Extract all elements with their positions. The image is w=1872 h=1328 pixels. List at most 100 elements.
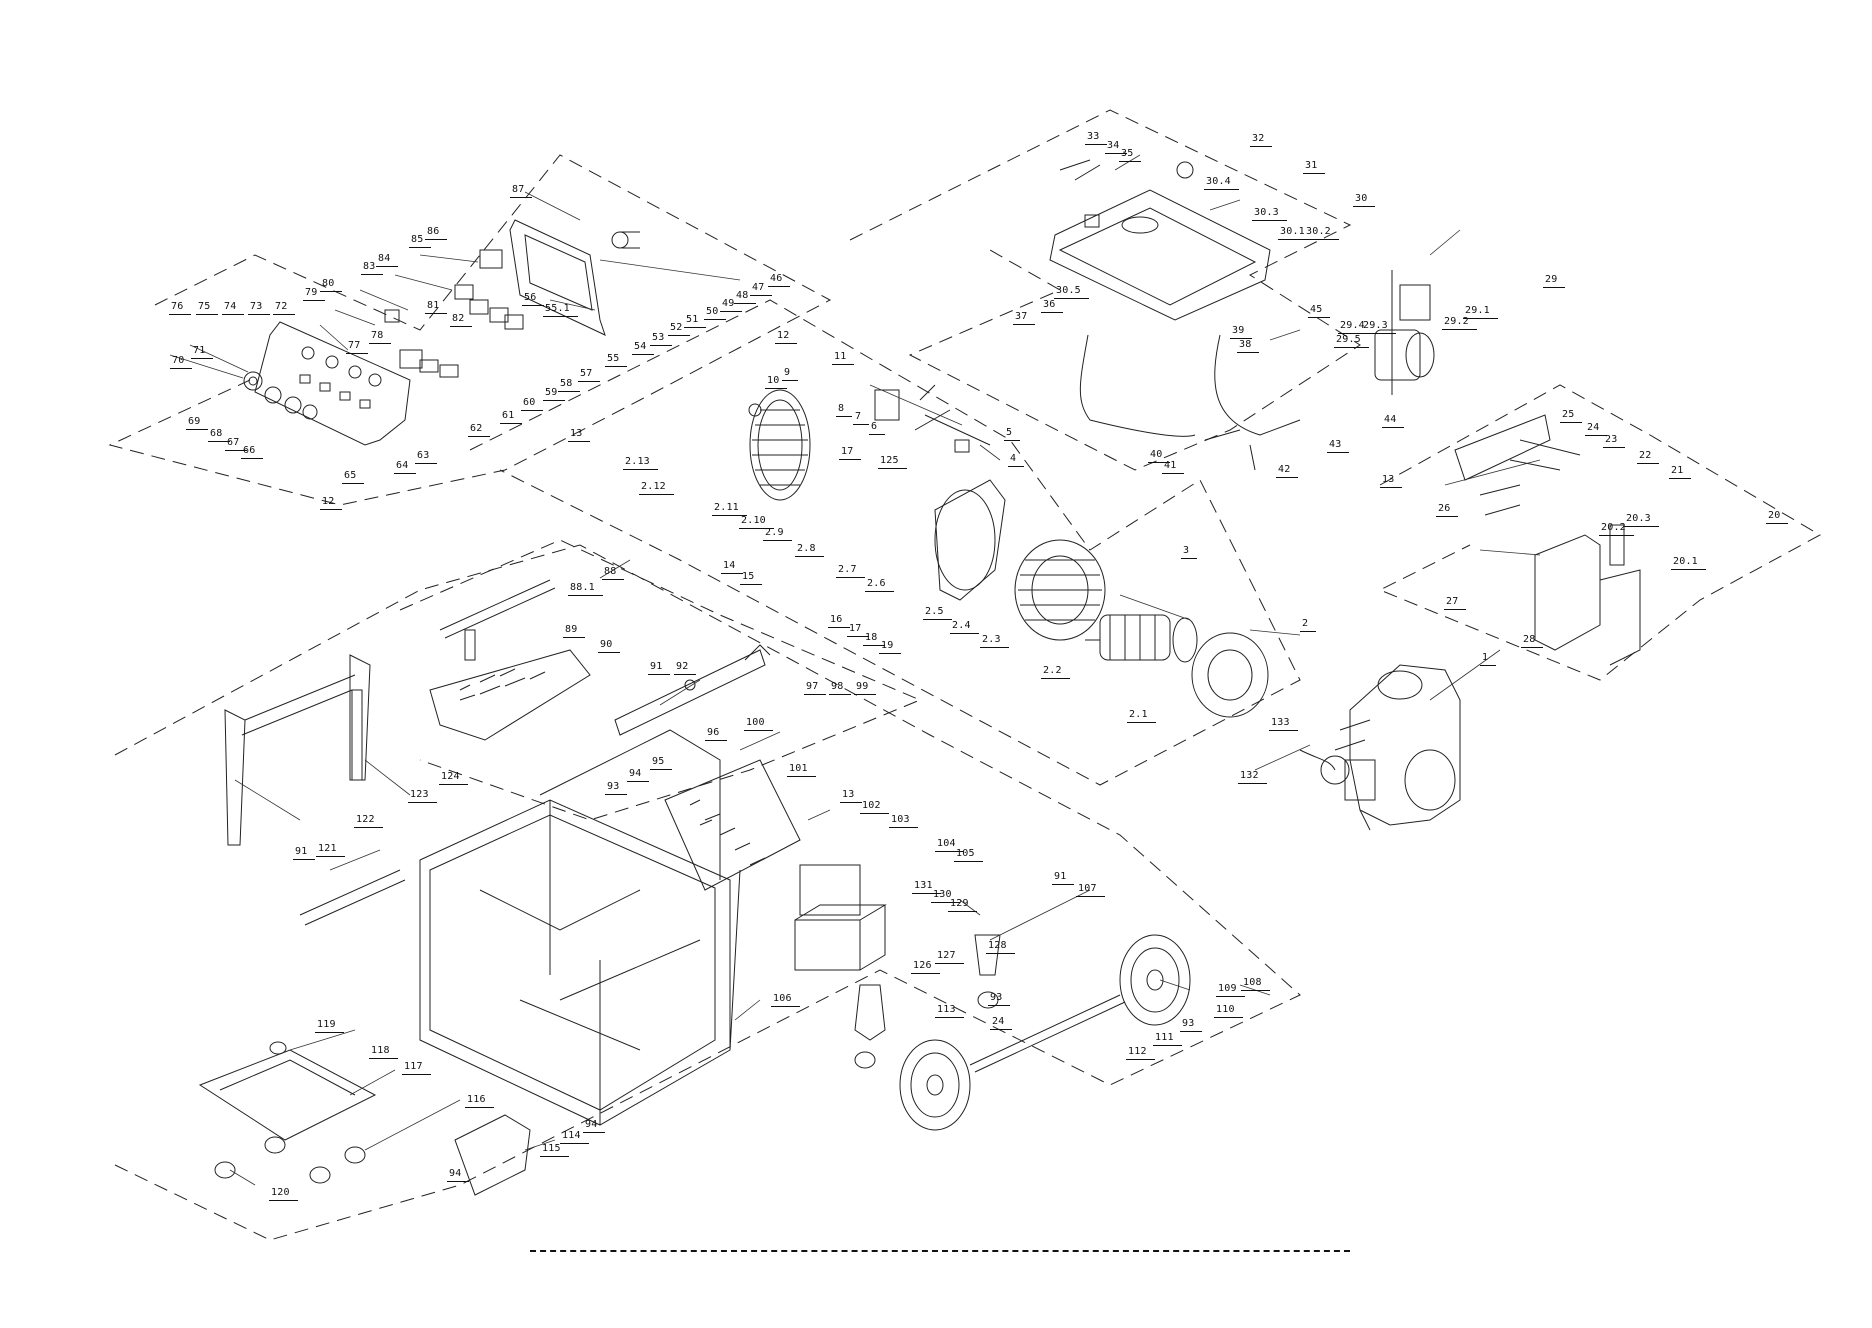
callout-33: 33 xyxy=(1084,131,1109,145)
side-panel xyxy=(664,759,801,891)
callout-72: 72 xyxy=(272,301,297,315)
callout-3: 3 xyxy=(1180,545,1198,559)
brush-holder xyxy=(874,384,991,453)
callout-59: 59 xyxy=(542,387,567,401)
wheel-right xyxy=(1119,934,1191,1026)
pivot-stand xyxy=(974,934,1001,1009)
control-panel-plate xyxy=(243,321,411,446)
callout-86: 86 xyxy=(424,226,449,240)
callout-45: 45 xyxy=(1307,304,1332,318)
callout-93-a: 93 xyxy=(604,781,629,795)
callout-26: 26 xyxy=(1435,503,1460,517)
callout-101: 101 xyxy=(787,763,816,777)
callout-80: 80 xyxy=(319,278,344,292)
callout-117: 117 xyxy=(402,1061,431,1075)
handle-bar xyxy=(439,579,556,661)
callout-30-3: 30.3 xyxy=(1252,207,1287,221)
callout-41: 41 xyxy=(1161,460,1186,474)
callout-91-b: 91 xyxy=(1051,871,1076,885)
callout-34: 34 xyxy=(1104,140,1129,154)
callout-92: 92 xyxy=(673,661,698,675)
callout-13-c: 13 xyxy=(839,789,864,803)
leader-lines xyxy=(169,154,1541,1186)
callout-102: 102 xyxy=(860,800,889,814)
callout-103: 103 xyxy=(889,814,918,828)
callout-2-6: 2.6 xyxy=(865,578,894,592)
callout-11: 11 xyxy=(831,351,856,365)
callout-109: 109 xyxy=(1216,983,1245,997)
callout-119: 119 xyxy=(315,1019,344,1033)
callout-122: 122 xyxy=(354,814,383,828)
callout-121: 121 xyxy=(316,843,345,857)
callout-1: 1 xyxy=(1479,652,1497,666)
callout-36: 36 xyxy=(1040,299,1065,313)
callout-100: 100 xyxy=(744,717,773,731)
callout-91-a: 91 xyxy=(647,661,672,675)
bracket-plate xyxy=(614,644,771,736)
callout-97: 97 xyxy=(803,681,828,695)
section-outline-muffler xyxy=(1378,384,1822,681)
callout-63: 63 xyxy=(414,450,439,464)
callout-17-a: 17 xyxy=(838,446,863,460)
callout-110: 110 xyxy=(1214,1004,1243,1018)
callout-120: 120 xyxy=(269,1187,298,1201)
callout-60: 60 xyxy=(520,397,545,411)
battery-cover xyxy=(429,649,591,741)
bottom-dashed-rule xyxy=(530,1250,1350,1252)
callout-2: 2 xyxy=(1299,618,1317,632)
callout-30-4: 30.4 xyxy=(1204,176,1239,190)
callout-78: 78 xyxy=(368,330,393,344)
callout-28: 28 xyxy=(1520,634,1545,648)
callout-68: 68 xyxy=(207,428,232,442)
callout-43: 43 xyxy=(1326,439,1351,453)
callout-76: 76 xyxy=(168,301,193,315)
callout-13-a: 13 xyxy=(567,428,592,442)
leg-bracket xyxy=(854,984,886,1069)
callout-49: 49 xyxy=(719,298,744,312)
callout-47: 47 xyxy=(749,282,774,296)
callout-69: 69 xyxy=(185,416,210,430)
callout-93-b: 93 xyxy=(987,992,1012,1006)
callout-54: 54 xyxy=(631,341,656,355)
callout-91-c: 91 xyxy=(292,846,317,860)
callout-7: 7 xyxy=(852,411,870,425)
callout-96: 96 xyxy=(704,727,729,741)
callout-8: 8 xyxy=(835,403,853,417)
callout-130: 130 xyxy=(931,889,960,903)
callout-114: 114 xyxy=(560,1130,589,1144)
callout-88: 88 xyxy=(601,566,626,580)
callout-18: 18 xyxy=(862,632,887,646)
callout-75: 75 xyxy=(195,301,220,315)
callout-9: 9 xyxy=(781,367,799,381)
callout-2-7: 2.7 xyxy=(836,564,865,578)
callout-113: 113 xyxy=(935,1004,964,1018)
callout-20: 20 xyxy=(1765,510,1790,524)
callout-89: 89 xyxy=(562,624,587,638)
callout-44: 44 xyxy=(1381,414,1406,428)
callout-30-1: 30.1 xyxy=(1278,226,1313,240)
tube-frame xyxy=(419,729,741,1126)
callout-82: 82 xyxy=(449,313,474,327)
callout-24-a: 24 xyxy=(1584,422,1609,436)
callout-129: 129 xyxy=(948,898,977,912)
callout-98: 98 xyxy=(828,681,853,695)
callout-66: 66 xyxy=(240,445,265,459)
callout-37: 37 xyxy=(1012,311,1037,325)
control-box xyxy=(384,219,640,378)
callout-20-3: 20.3 xyxy=(1624,513,1659,527)
callout-73: 73 xyxy=(247,301,272,315)
callout-29-2: 29.2 xyxy=(1442,316,1477,330)
callout-90: 90 xyxy=(597,639,622,653)
wheel-left xyxy=(899,1039,971,1131)
callout-2-13: 2.13 xyxy=(623,456,658,470)
engine xyxy=(1299,664,1461,831)
callout-30: 30 xyxy=(1352,193,1377,207)
stator xyxy=(1014,539,1106,641)
callout-13-b: 13 xyxy=(1379,474,1404,488)
callout-23: 23 xyxy=(1602,434,1627,448)
section-outline-handle xyxy=(399,539,922,821)
callout-30-5: 30.5 xyxy=(1054,285,1089,299)
callout-87: 87 xyxy=(509,184,534,198)
callout-61: 61 xyxy=(499,410,524,424)
callout-57: 57 xyxy=(577,368,602,382)
